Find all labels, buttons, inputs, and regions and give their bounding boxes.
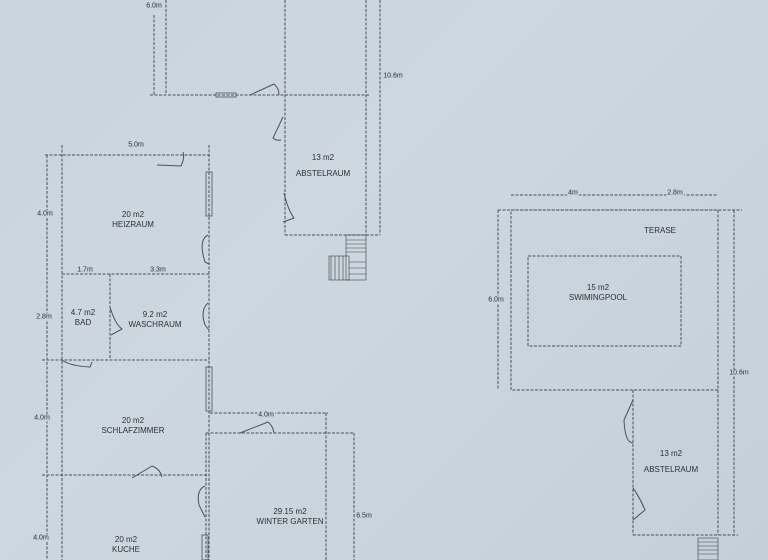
room-name: KUCHE	[111, 545, 141, 554]
room-area: 9.2 m2	[142, 310, 168, 319]
room-label-kuche: 20 m2 KUCHE	[112, 535, 140, 555]
room-name: ABSTELRAUM	[295, 169, 351, 178]
room-name: HEIZRAUM	[112, 220, 154, 229]
room-label-winter-garten: 29.15 m2 WINTER GARTEN	[257, 507, 324, 527]
dimension-label: 2.8m	[35, 313, 53, 321]
room-label-abstelraum-right: 13 m2 ABSTELRAUM	[644, 446, 698, 478]
dimension-label: 3.3m	[149, 266, 167, 274]
room-area: 13 m2	[659, 449, 683, 458]
dimension-label: 10.6m	[728, 369, 750, 377]
dimension-label: 4.0m	[36, 210, 54, 218]
dimension-label: 4m	[567, 189, 579, 197]
dimension-label: 4.0m	[32, 534, 50, 542]
dimension-label: 6.5m	[355, 512, 373, 520]
stairs	[328, 234, 719, 560]
room-label-swimmingpool: 15 m2 SWIMINGPOOL	[569, 283, 627, 303]
room-name: SWIMINGPOOL	[568, 293, 628, 302]
dimension-label: 6.0m	[487, 296, 505, 304]
walls	[42, 0, 742, 560]
room-name: WINTER GARTEN	[256, 517, 324, 526]
room-area: 20 m2	[121, 416, 145, 425]
room-area: 15 m2	[586, 283, 610, 292]
room-area: 20 m2	[114, 535, 138, 544]
room-label-abstelraum-top: 13 m2 ABSTELRAUM	[296, 150, 350, 182]
room-area: 13 m2	[311, 153, 335, 162]
room-name: BAD	[74, 318, 92, 327]
room-name: SCHLAFZIMMER	[101, 426, 165, 435]
dimension-label: 5.0m	[127, 141, 145, 149]
dimension-label: 1.7m	[76, 266, 94, 274]
dimension-label: 6.0m	[145, 2, 163, 10]
dimension-label: 10.6m	[382, 72, 404, 80]
dimension-label: 4.0m	[257, 411, 275, 419]
room-name: WASCHRAUM	[128, 320, 182, 329]
room-area: 4.7 m2	[70, 308, 96, 317]
room-label-schlafzimmer: 20 m2 SCHLAFZIMMER	[101, 416, 164, 436]
room-area: 20 m2	[121, 210, 145, 219]
room-label-waschraum: 9.2 m2 WASCHRAUM	[128, 310, 181, 330]
room-label-heizraum: 20 m2 HEIZRAUM	[112, 210, 154, 230]
door-swings	[61, 83, 646, 521]
room-area: 29.15 m2	[273, 507, 307, 516]
dimension-label: 2.8m	[666, 189, 684, 197]
windows	[201, 92, 237, 560]
dimension-label: 4.0m	[33, 414, 51, 422]
room-name: ABSTELRAUM	[643, 465, 699, 474]
room-label-bad: 4.7 m2 BAD	[71, 308, 95, 328]
label-terase: TERASE	[643, 226, 677, 235]
